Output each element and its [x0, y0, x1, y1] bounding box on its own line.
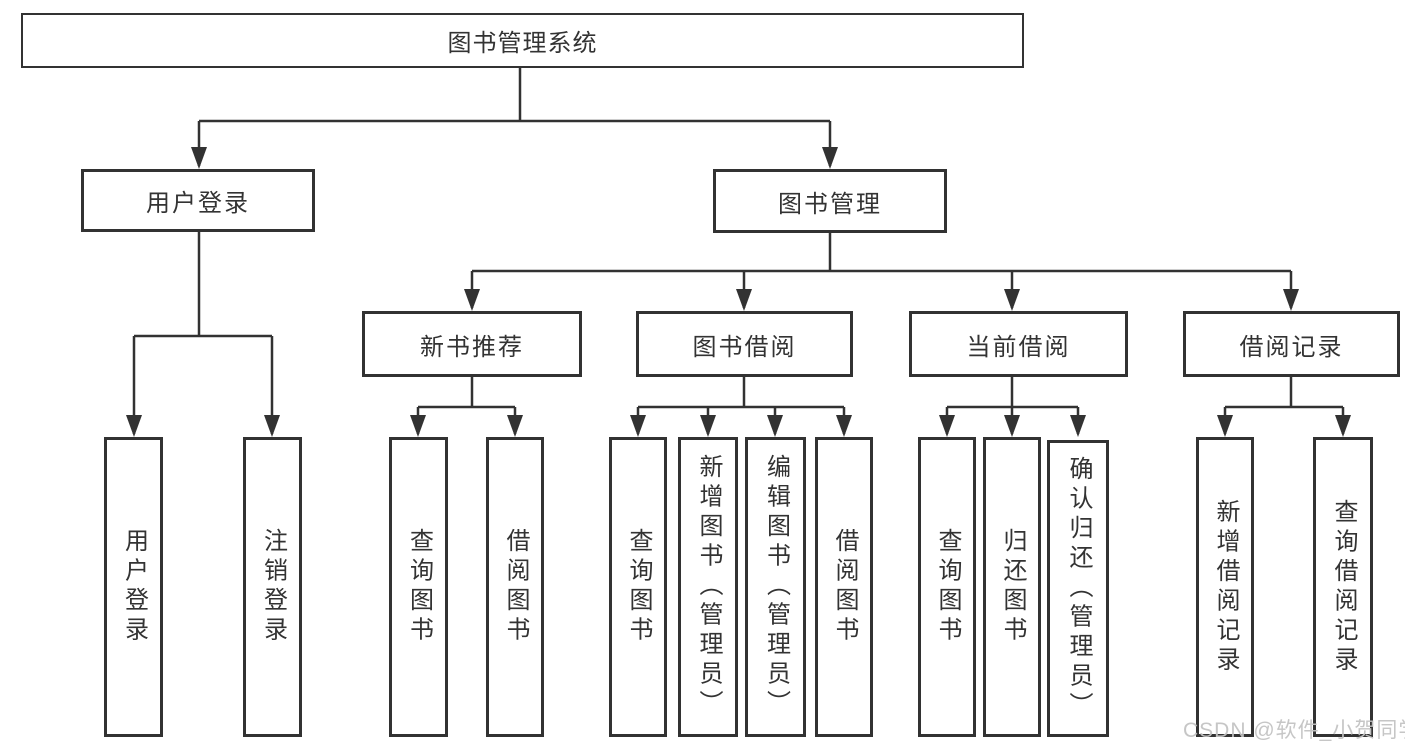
leaf-query-borrow-record: 查询借阅记录 — [1313, 437, 1373, 737]
leaf-label: 新增借阅记录 — [1212, 498, 1239, 676]
leaf-label: 归还图书 — [999, 528, 1026, 646]
leaf-label: 用户登录 — [120, 528, 148, 646]
leaf-query-book-2: 查询图书 — [609, 437, 667, 737]
leaf-user-login: 用户登录 — [104, 437, 163, 737]
node-book-management: 图书管理 — [713, 169, 947, 233]
node-library-system: 图书管理系统 — [21, 13, 1024, 68]
leaf-return-book: 归还图书 — [983, 437, 1041, 737]
leaf-label: 编辑图书（管理员） — [762, 454, 790, 720]
leaf-query-book-1: 查询图书 — [389, 437, 448, 737]
leaf-label: 查询图书 — [625, 528, 652, 646]
watermark: CSDN @软件_小贺同学 — [1183, 719, 1405, 742]
leaf-label: 新增图书（管理员） — [695, 454, 722, 720]
leaf-logout: 注销登录 — [243, 437, 302, 737]
leaf-label: 查询图书 — [934, 528, 961, 646]
leaf-label: 确认归还（管理员） — [1065, 455, 1092, 722]
node-user-login: 用户登录 — [81, 169, 315, 232]
leaf-confirm-return-admin: 确认归还（管理员） — [1047, 440, 1109, 737]
connector-segments — [132, 68, 1345, 434]
leaf-label: 借阅图书 — [502, 528, 529, 646]
leaf-label: 查询图书 — [405, 528, 433, 646]
leaf-borrow-book-2: 借阅图书 — [815, 437, 873, 737]
leaf-label: 查询借阅记录 — [1330, 498, 1357, 676]
node-borrow-records: 借阅记录 — [1183, 311, 1400, 377]
leaf-add-borrow-record: 新增借阅记录 — [1196, 437, 1254, 737]
leaf-add-book-admin: 新增图书（管理员） — [678, 437, 738, 737]
leaf-borrow-book-1: 借阅图书 — [486, 437, 544, 737]
arrow-down-icons — [126, 147, 1351, 437]
node-new-book-recommend: 新书推荐 — [362, 311, 582, 377]
leaf-query-book-3: 查询图书 — [918, 437, 976, 737]
leaf-label: 借阅图书 — [831, 528, 858, 646]
leaf-edit-book-admin: 编辑图书（管理员） — [745, 437, 806, 737]
leaf-label: 注销登录 — [259, 528, 287, 646]
node-book-borrow: 图书借阅 — [636, 311, 853, 377]
node-current-borrow: 当前借阅 — [909, 311, 1128, 377]
